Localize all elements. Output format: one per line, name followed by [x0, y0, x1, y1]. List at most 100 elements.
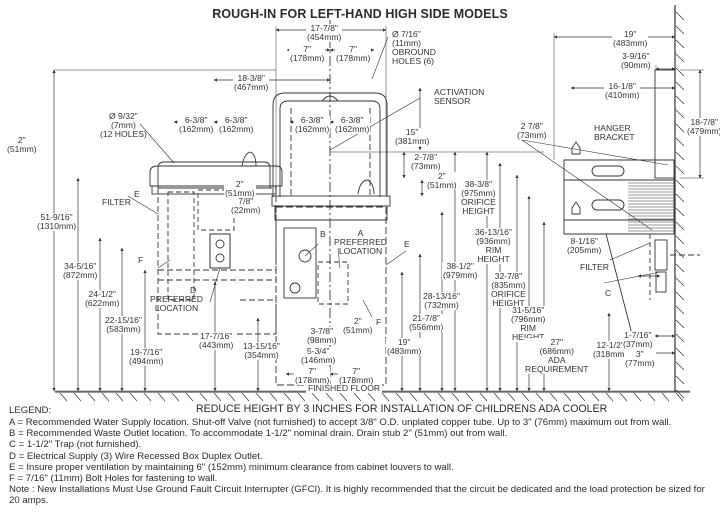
- dim-height-19-7-16: 19-7/16"(494mm): [128, 347, 165, 366]
- legend-item-a: A = Recommended Water Supply location. S…: [9, 417, 672, 428]
- wall-hatch: [675, 39, 685, 49]
- wall-hatch: [675, 123, 685, 133]
- label-e-right: E: [404, 239, 410, 249]
- floor-hatch: [577, 392, 586, 402]
- floor-hatch: [73, 392, 82, 402]
- wall-hatch: [675, 193, 685, 203]
- floor-hatch: [339, 392, 348, 402]
- dim-hole-spacing-right: 7"(178mm): [335, 44, 372, 63]
- label-finished-floor: FINISHED FLOOR: [306, 383, 383, 393]
- floor-hatch: [507, 392, 516, 402]
- floor-hatch: [605, 392, 614, 402]
- wall-hatch: [675, 305, 685, 315]
- floor-hatch: [101, 392, 110, 402]
- floor-hatch: [451, 392, 460, 402]
- dim-2-bottom: 2"(51mm): [342, 316, 374, 335]
- floor-hatch: [395, 392, 404, 402]
- floor-hatch: [535, 392, 544, 402]
- leader-lines: [127, 36, 669, 322]
- legend-item-e: E = Insure proper ventilation by maintai…: [9, 461, 454, 473]
- dim-height-17-7-16: 17-7/16"(443mm): [198, 331, 235, 350]
- wall-hatch: [675, 151, 685, 161]
- floor-hatch: [647, 392, 656, 402]
- dim-height-19: 19"(483mm): [386, 337, 423, 356]
- floor-hatch: [493, 392, 502, 402]
- floor-hatch: [521, 392, 530, 402]
- mounting-hole-callout: Ø 9/32"(7mm)(12 HOLES): [100, 111, 147, 139]
- label-d: D: [190, 285, 197, 295]
- dim-3-7-8: 3-7/8"(98mm): [306, 326, 338, 345]
- dim-overall-width: 17-7/8"(454mm): [306, 23, 343, 42]
- dim-bracket-depth: 16-1/8"(410mm): [604, 81, 641, 100]
- floor-hatch: [325, 392, 334, 402]
- floor-hatch: [661, 392, 670, 402]
- wall-hatch: [675, 95, 685, 105]
- dim-1-7-16: 1-7/16"(37mm): [622, 330, 654, 349]
- dim-7-bottom-right: 7"(178mm): [338, 366, 375, 385]
- dim-cooler-offset: 18-3/8"(467mm): [233, 73, 270, 92]
- dim-front-offset: 2 7/8"(73mm): [516, 121, 548, 140]
- finished-floor-line: [55, 391, 690, 402]
- dim-height-51-9-16: 51-9/16"(1310mm): [36, 212, 78, 231]
- wall-hatch: [675, 165, 685, 175]
- floor-hatch: [185, 392, 194, 402]
- dim-2-center: 2"(51mm): [224, 179, 256, 198]
- legend-header: LEGEND:: [9, 405, 52, 416]
- wall-hatch: [675, 361, 685, 371]
- dim-height-24-1-2: 24-1/2"(622mm): [84, 289, 121, 308]
- dim-2-right: 2"(51mm): [426, 171, 458, 190]
- floor-hatch: [437, 392, 446, 402]
- floor-hatch: [423, 392, 432, 402]
- floor-hatch: [213, 392, 222, 402]
- wall-hatch: [675, 67, 685, 77]
- wall-hatch: [675, 319, 685, 329]
- label-e-left: E: [134, 189, 140, 199]
- wall-hatch: [675, 109, 685, 119]
- label-f-right: F: [376, 317, 382, 327]
- dim-sensor-height: 15"(381mm): [394, 127, 431, 146]
- wall-hatch: [675, 263, 685, 273]
- dim-bracket-1: 6-3/8"(162mm): [178, 115, 215, 134]
- floor-hatch: [479, 392, 488, 402]
- legend-item-f: F = 7/16" (11mm) Bolt Holes for fastenin…: [9, 473, 218, 485]
- floor-hatch: [409, 392, 418, 402]
- dim-7-bottom-left: 7"(178mm): [294, 366, 331, 385]
- floor-hatch: [87, 392, 96, 402]
- dim-bracket-2: 6-3/8"(162mm): [218, 115, 255, 134]
- wall-hatch: [675, 333, 685, 343]
- wall-hatch: [675, 389, 685, 399]
- dim-height-22-15-16: 22-15/16"(583mm): [104, 315, 143, 334]
- floor-hatch: [143, 392, 152, 402]
- legend-item-d: D = Electrical Supply (3) Wire Recessed …: [9, 450, 263, 462]
- gfci-note: Note : New Installations Must Use Ground…: [9, 484, 705, 507]
- wall-hatch: [675, 375, 685, 385]
- label-filter-front: FILTER: [102, 197, 131, 207]
- wall: [674, 5, 685, 399]
- dim-hole-spacing-left: 7"(178mm): [289, 44, 326, 63]
- dim-5-3-4: 5-3/4"(146mm): [300, 346, 337, 365]
- floor-hatch: [675, 392, 684, 402]
- wall-hatch: [675, 221, 685, 231]
- dim-side-depth: 19"(483mm): [612, 29, 649, 48]
- floor-hatch: [381, 392, 390, 402]
- floor-hatch: [199, 392, 208, 402]
- wall-hatch: [675, 137, 685, 147]
- dim-bracket-height: 18-7/8"(479mm): [686, 118, 720, 136]
- floor-hatch: [549, 392, 558, 402]
- extension-lines: [54, 26, 704, 392]
- dim-8-1-16: 8-1/16"(205mm): [566, 236, 603, 255]
- cooler-side-view: [563, 69, 700, 339]
- label-f-left: F: [138, 255, 144, 265]
- floor-hatch: [367, 392, 376, 402]
- dim-wall-offset: 3-9/16"(90mm): [620, 51, 652, 70]
- childrens-ada-note: REDUCE HEIGHT BY 3 INCHES FOR INSTALLATI…: [196, 403, 608, 415]
- wall-hatch: [675, 207, 685, 217]
- floor-hatch: [633, 392, 642, 402]
